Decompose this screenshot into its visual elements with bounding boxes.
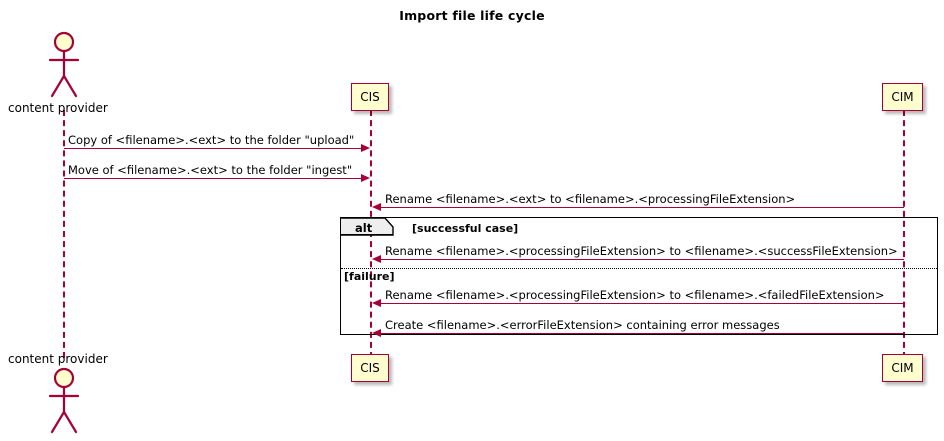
participant-label-actor-bottom: content provider (8, 352, 108, 366)
message-line-2 (64, 178, 361, 179)
message-label-1: Copy of <filename>.<ext> to the folder "… (68, 133, 355, 147)
alt-guard-successful: [successful case] (412, 222, 519, 235)
alt-keyword-label: alt (355, 221, 373, 235)
message-line-1 (64, 148, 361, 149)
participant-label-cis-top: CIS (360, 90, 380, 104)
alt-guard-failure: [failure] (344, 270, 395, 283)
message-arrowhead-6 (372, 328, 381, 337)
actor-figure-bottom (48, 367, 80, 434)
message-arrowhead-5 (372, 298, 381, 307)
message-arrowhead-3 (372, 202, 381, 211)
participant-label-actor-top: content provider (8, 101, 108, 115)
participant-box-cim-bottom[interactable]: CIM (882, 354, 923, 382)
participant-box-cim-top[interactable]: CIM (882, 83, 923, 111)
lifeline-actor (63, 110, 65, 358)
message-label-4: Rename <filename>.<processingFileExtensi… (385, 244, 898, 258)
lifeline-cim (903, 110, 905, 358)
participant-box-cis-bottom[interactable]: CIS (351, 354, 389, 382)
message-label-6: Create <filename>.<errorFileExtension> c… (385, 318, 780, 332)
message-line-5 (381, 303, 904, 304)
message-arrowhead-4 (372, 254, 381, 263)
participant-label-cim-bottom: CIM (891, 361, 914, 375)
participant-label-cis-bottom: CIS (360, 361, 380, 375)
message-line-3 (381, 207, 904, 208)
message-arrowhead-2 (361, 173, 370, 182)
message-label-3: Rename <filename>.<ext> to <filename>.<p… (385, 192, 796, 206)
message-line-4 (381, 259, 904, 260)
alt-fragment-tab-outline (341, 218, 394, 236)
message-label-5: Rename <filename>.<processingFileExtensi… (385, 288, 885, 302)
diagram-title: Import file life cycle (399, 8, 545, 23)
message-label-2: Move of <filename>.<ext> to the folder "… (68, 163, 353, 177)
actor-figure-top (48, 31, 80, 98)
message-line-6 (381, 333, 904, 334)
participant-box-cis-top[interactable]: CIS (351, 83, 389, 111)
alt-section-divider (341, 268, 937, 269)
message-arrowhead-1 (361, 143, 370, 152)
alt-fragment (340, 217, 938, 335)
participant-label-cim-top: CIM (891, 90, 914, 104)
